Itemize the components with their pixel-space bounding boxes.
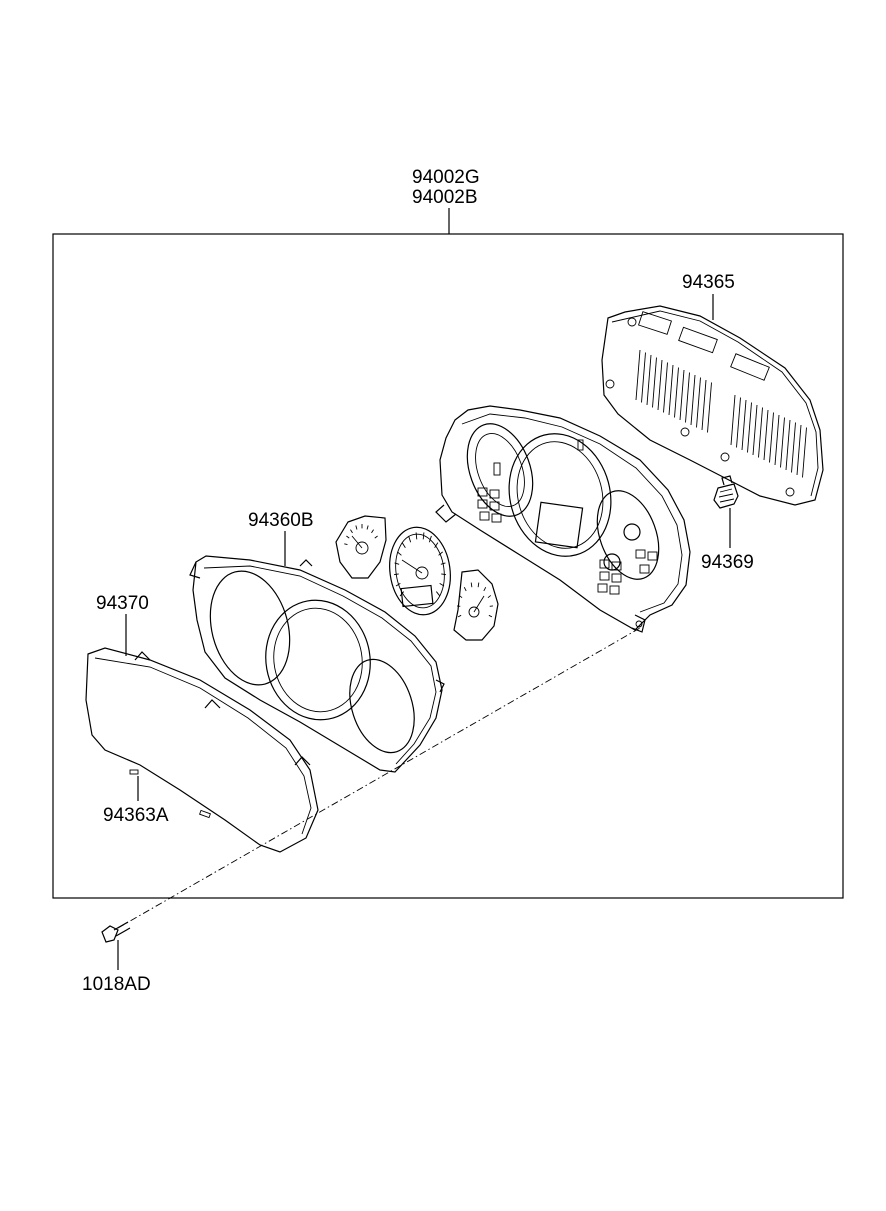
assembly-label-94002b: 94002B [412, 187, 478, 208]
instrument-case-housing [435, 405, 691, 633]
assembly-axis-line [117, 627, 641, 929]
part-label-94370: 94370 [96, 593, 149, 614]
part-label-94369: 94369 [701, 552, 754, 573]
part-label-94365: 94365 [682, 272, 735, 293]
rear-circuit-board [601, 305, 824, 506]
window-glass [85, 647, 319, 853]
dial-faces [335, 515, 499, 641]
bulb-socket [713, 475, 739, 509]
mask-bezel [189, 555, 445, 773]
part-label-94363a: 94363A [103, 805, 169, 826]
assembly-label-94002g: 94002G [412, 167, 480, 188]
part-label-1018ad: 1018AD [82, 974, 151, 995]
part-label-94360b: 94360B [248, 510, 314, 531]
mounting-screw [101, 921, 131, 943]
assembly-boundary-box [52, 233, 844, 899]
